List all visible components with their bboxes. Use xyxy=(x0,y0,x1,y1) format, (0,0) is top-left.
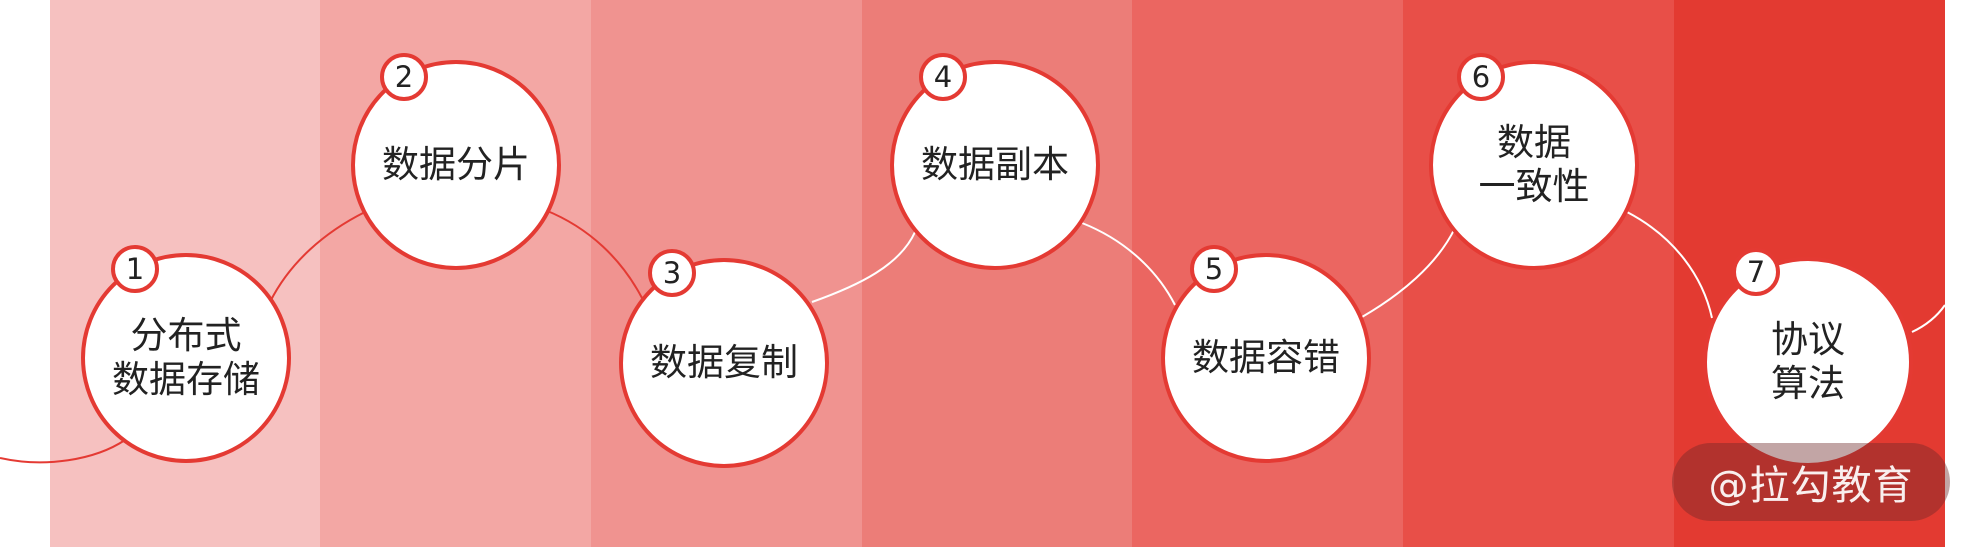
step-4-node: 数据副本 xyxy=(890,60,1100,270)
watermark-text: @拉勾教育 xyxy=(1708,463,1914,509)
step-3-node: 数据复制 xyxy=(619,258,829,468)
step-1-node: 分布式 数据存储 xyxy=(81,253,291,463)
step-3-badge: 3 xyxy=(648,249,696,297)
watermark-logo: @拉勾教育 xyxy=(1672,443,1950,521)
connector-3-4 xyxy=(811,231,916,303)
connector-in xyxy=(0,439,126,464)
step-2-label: 数据分片 xyxy=(382,143,530,186)
step-5-node: 数据容错 xyxy=(1161,253,1371,463)
step-1-label: 分布式 数据存储 xyxy=(112,314,260,401)
step-6-badge: 6 xyxy=(1457,53,1505,101)
step-7-badge: 7 xyxy=(1732,248,1780,296)
step-5-number: 5 xyxy=(1204,252,1224,286)
step-5-label: 数据容错 xyxy=(1192,336,1340,379)
connector-5-6 xyxy=(1361,227,1456,318)
step-6-label: 数据 一致性 xyxy=(1478,121,1590,208)
step-2-node: 数据分片 xyxy=(351,60,561,270)
step-2-badge: 2 xyxy=(380,53,428,101)
connector-2-3 xyxy=(544,209,643,299)
step-5-badge: 5 xyxy=(1190,245,1238,293)
step-3-number: 3 xyxy=(662,256,682,290)
connector-6-7 xyxy=(1626,211,1713,319)
connector-1-2 xyxy=(269,211,366,303)
step-7-label: 协议 算法 xyxy=(1771,318,1845,405)
step-1-badge: 1 xyxy=(111,245,159,293)
connector-4-5 xyxy=(1081,222,1176,306)
step-2-number: 2 xyxy=(394,60,414,94)
step-6-node: 数据 一致性 xyxy=(1429,60,1639,270)
connector-out xyxy=(1911,304,1946,333)
step-6-number: 6 xyxy=(1471,60,1491,94)
step-4-label: 数据副本 xyxy=(921,143,1069,186)
step-7-node: 协议 算法 xyxy=(1703,257,1913,467)
step-4-number: 4 xyxy=(933,60,953,94)
step-4-badge: 4 xyxy=(919,53,967,101)
step-7-number: 7 xyxy=(1746,255,1766,289)
step-3-label: 数据复制 xyxy=(650,341,798,384)
step-1-number: 1 xyxy=(125,252,145,286)
